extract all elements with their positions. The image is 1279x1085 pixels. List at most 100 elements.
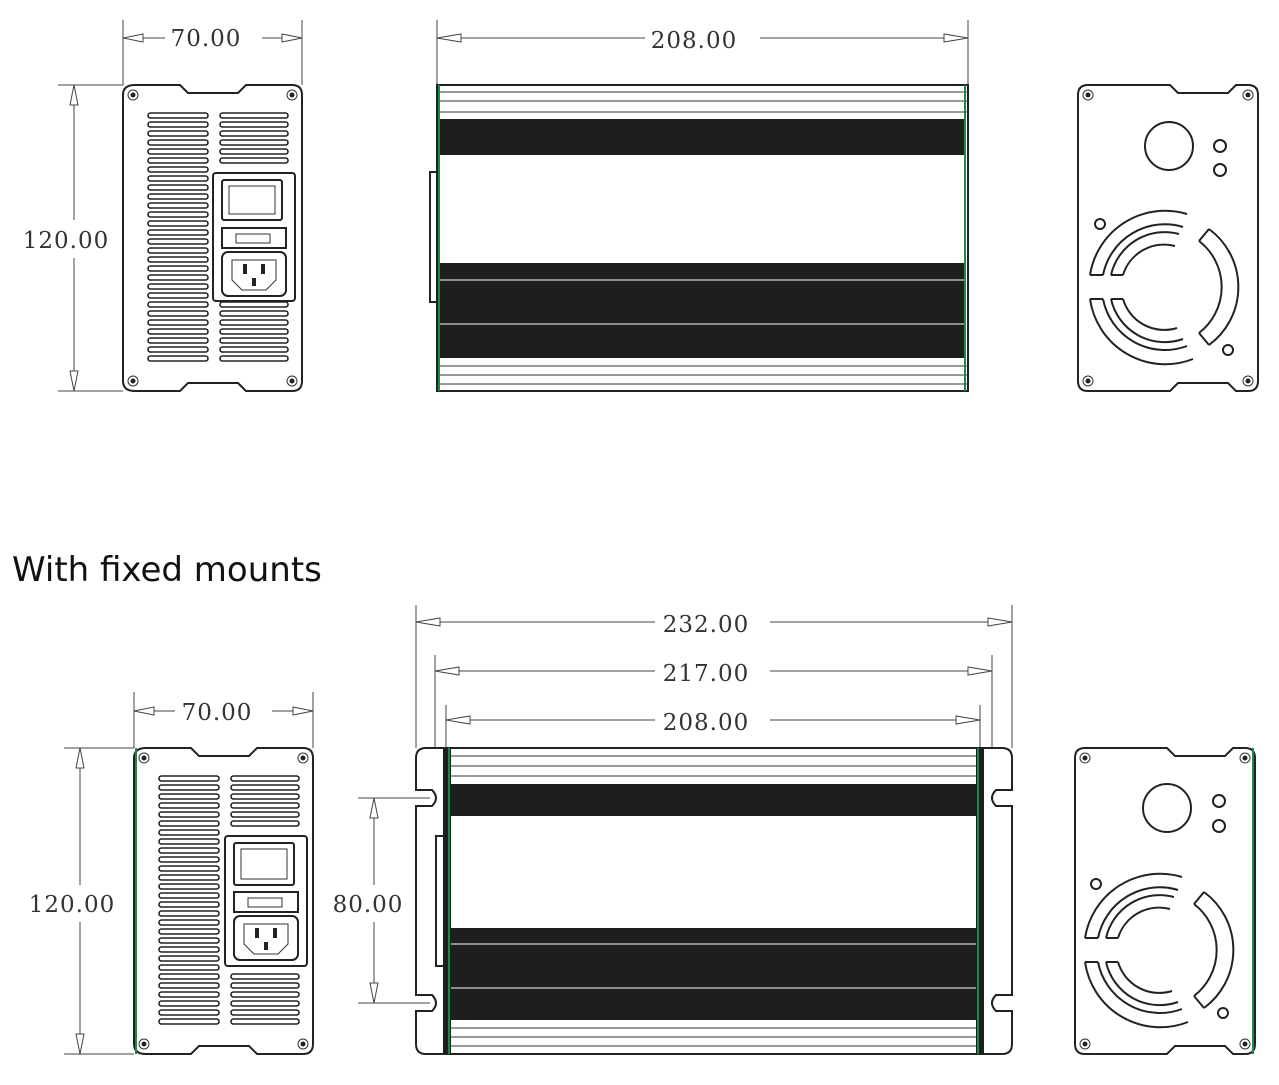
vent-slot (219, 139, 289, 146)
top-side-view: 208.00 (429, 20, 969, 392)
iec-socket (221, 251, 287, 297)
vent-slot (158, 793, 220, 800)
right-mount-plate (980, 747, 1013, 1055)
vent-slot (158, 874, 220, 881)
vent-slot (147, 211, 209, 218)
vent-slot (158, 865, 220, 872)
vent-slot (158, 1000, 220, 1007)
vent-slot (147, 292, 209, 299)
vent-slot (147, 157, 209, 164)
vent-slot (147, 310, 209, 317)
vent-slot (147, 112, 209, 119)
vent-slot (158, 955, 220, 962)
vent-slot (147, 328, 209, 335)
section-heading: With fixed mounts (12, 550, 322, 590)
vent-slot (158, 946, 220, 953)
vent-slot (147, 193, 209, 200)
vent-slot (147, 148, 209, 155)
vent-slot (158, 964, 220, 971)
vent-slot (147, 130, 209, 137)
vent-slot (230, 811, 300, 818)
switch-window (233, 842, 295, 886)
vent-slot (147, 274, 209, 281)
power-inlet-module (224, 835, 308, 967)
vent-slot (158, 856, 220, 863)
vent-slot (158, 919, 220, 926)
left-mount-plate (415, 747, 446, 1055)
vent-slot (158, 928, 220, 935)
fuse-holder (221, 227, 287, 249)
top-front-width-label: 70.00 (171, 26, 242, 52)
mount-spacing-label: 217.00 (663, 661, 749, 687)
vent-slot (158, 820, 220, 827)
vent-slot (219, 328, 289, 335)
vent-slot (219, 346, 289, 353)
vent-slot (147, 247, 209, 254)
vent-slot (230, 793, 300, 800)
vent-slot (147, 319, 209, 326)
vent-slot (158, 847, 220, 854)
bottom-front-width-label: 70.00 (182, 700, 253, 726)
vent-slot (147, 346, 209, 353)
vent-slot (147, 202, 209, 209)
vent-slot (158, 1009, 220, 1016)
vent-slot (158, 811, 220, 818)
vent-slot (219, 157, 289, 164)
vent-slot (147, 301, 209, 308)
vent-slot (147, 175, 209, 182)
vent-slot (158, 982, 220, 989)
top-front-height-label: 120.00 (23, 228, 109, 254)
vent-slot (219, 130, 289, 137)
bottom-front-view: 70.00 120.00 (29, 692, 314, 1055)
vent-slot (158, 892, 220, 899)
switch-window (221, 179, 283, 221)
overall-length-label: 232.00 (663, 612, 749, 638)
bottom-rear-view (1074, 747, 1256, 1055)
vent-slot (147, 238, 209, 245)
vent-slot (230, 982, 300, 989)
vent-slot (147, 121, 209, 128)
vent-slot (147, 220, 209, 227)
power-inlet-module (212, 172, 296, 302)
vent-slot (230, 802, 300, 809)
vent-slot (147, 229, 209, 236)
vent-slot (230, 1000, 300, 1007)
vent-slot (147, 265, 209, 272)
vent-slot (219, 148, 289, 155)
mount-height-label: 80.00 (333, 892, 404, 918)
vent-slot (158, 973, 220, 980)
vent-slot (158, 901, 220, 908)
iec-socket (233, 915, 299, 961)
vent-slot (219, 337, 289, 344)
vent-slot (158, 1018, 220, 1025)
fan-grille (1084, 872, 1235, 1029)
bottom-side-view: 232.00 217.00 208.00 80.00 (333, 605, 1013, 1055)
vent-slot (219, 112, 289, 119)
vent-slot (147, 166, 209, 173)
vent-slot (158, 784, 220, 791)
fan-grille (1089, 209, 1240, 366)
body-length-label: 208.00 (663, 710, 749, 736)
vent-slot (230, 775, 300, 782)
top-rear-view (1077, 84, 1259, 392)
vent-slot (219, 355, 289, 362)
vent-slot (158, 838, 220, 845)
vent-slot (230, 820, 300, 827)
vent-slot (158, 937, 220, 944)
vent-slot (147, 337, 209, 344)
fuse-holder (233, 891, 299, 913)
vent-slot (158, 883, 220, 890)
vent-slot (147, 256, 209, 263)
vent-slot (230, 991, 300, 998)
vent-slot (230, 1018, 300, 1025)
vent-slot (158, 829, 220, 836)
vent-slot (230, 1009, 300, 1016)
vent-slot (219, 310, 289, 317)
output-port (1144, 121, 1194, 171)
vent-slot (158, 991, 220, 998)
vent-slot (219, 301, 289, 308)
top-front-view: 70.00 120.00 (23, 20, 303, 392)
vent-slot (230, 973, 300, 980)
vent-slot (158, 910, 220, 917)
